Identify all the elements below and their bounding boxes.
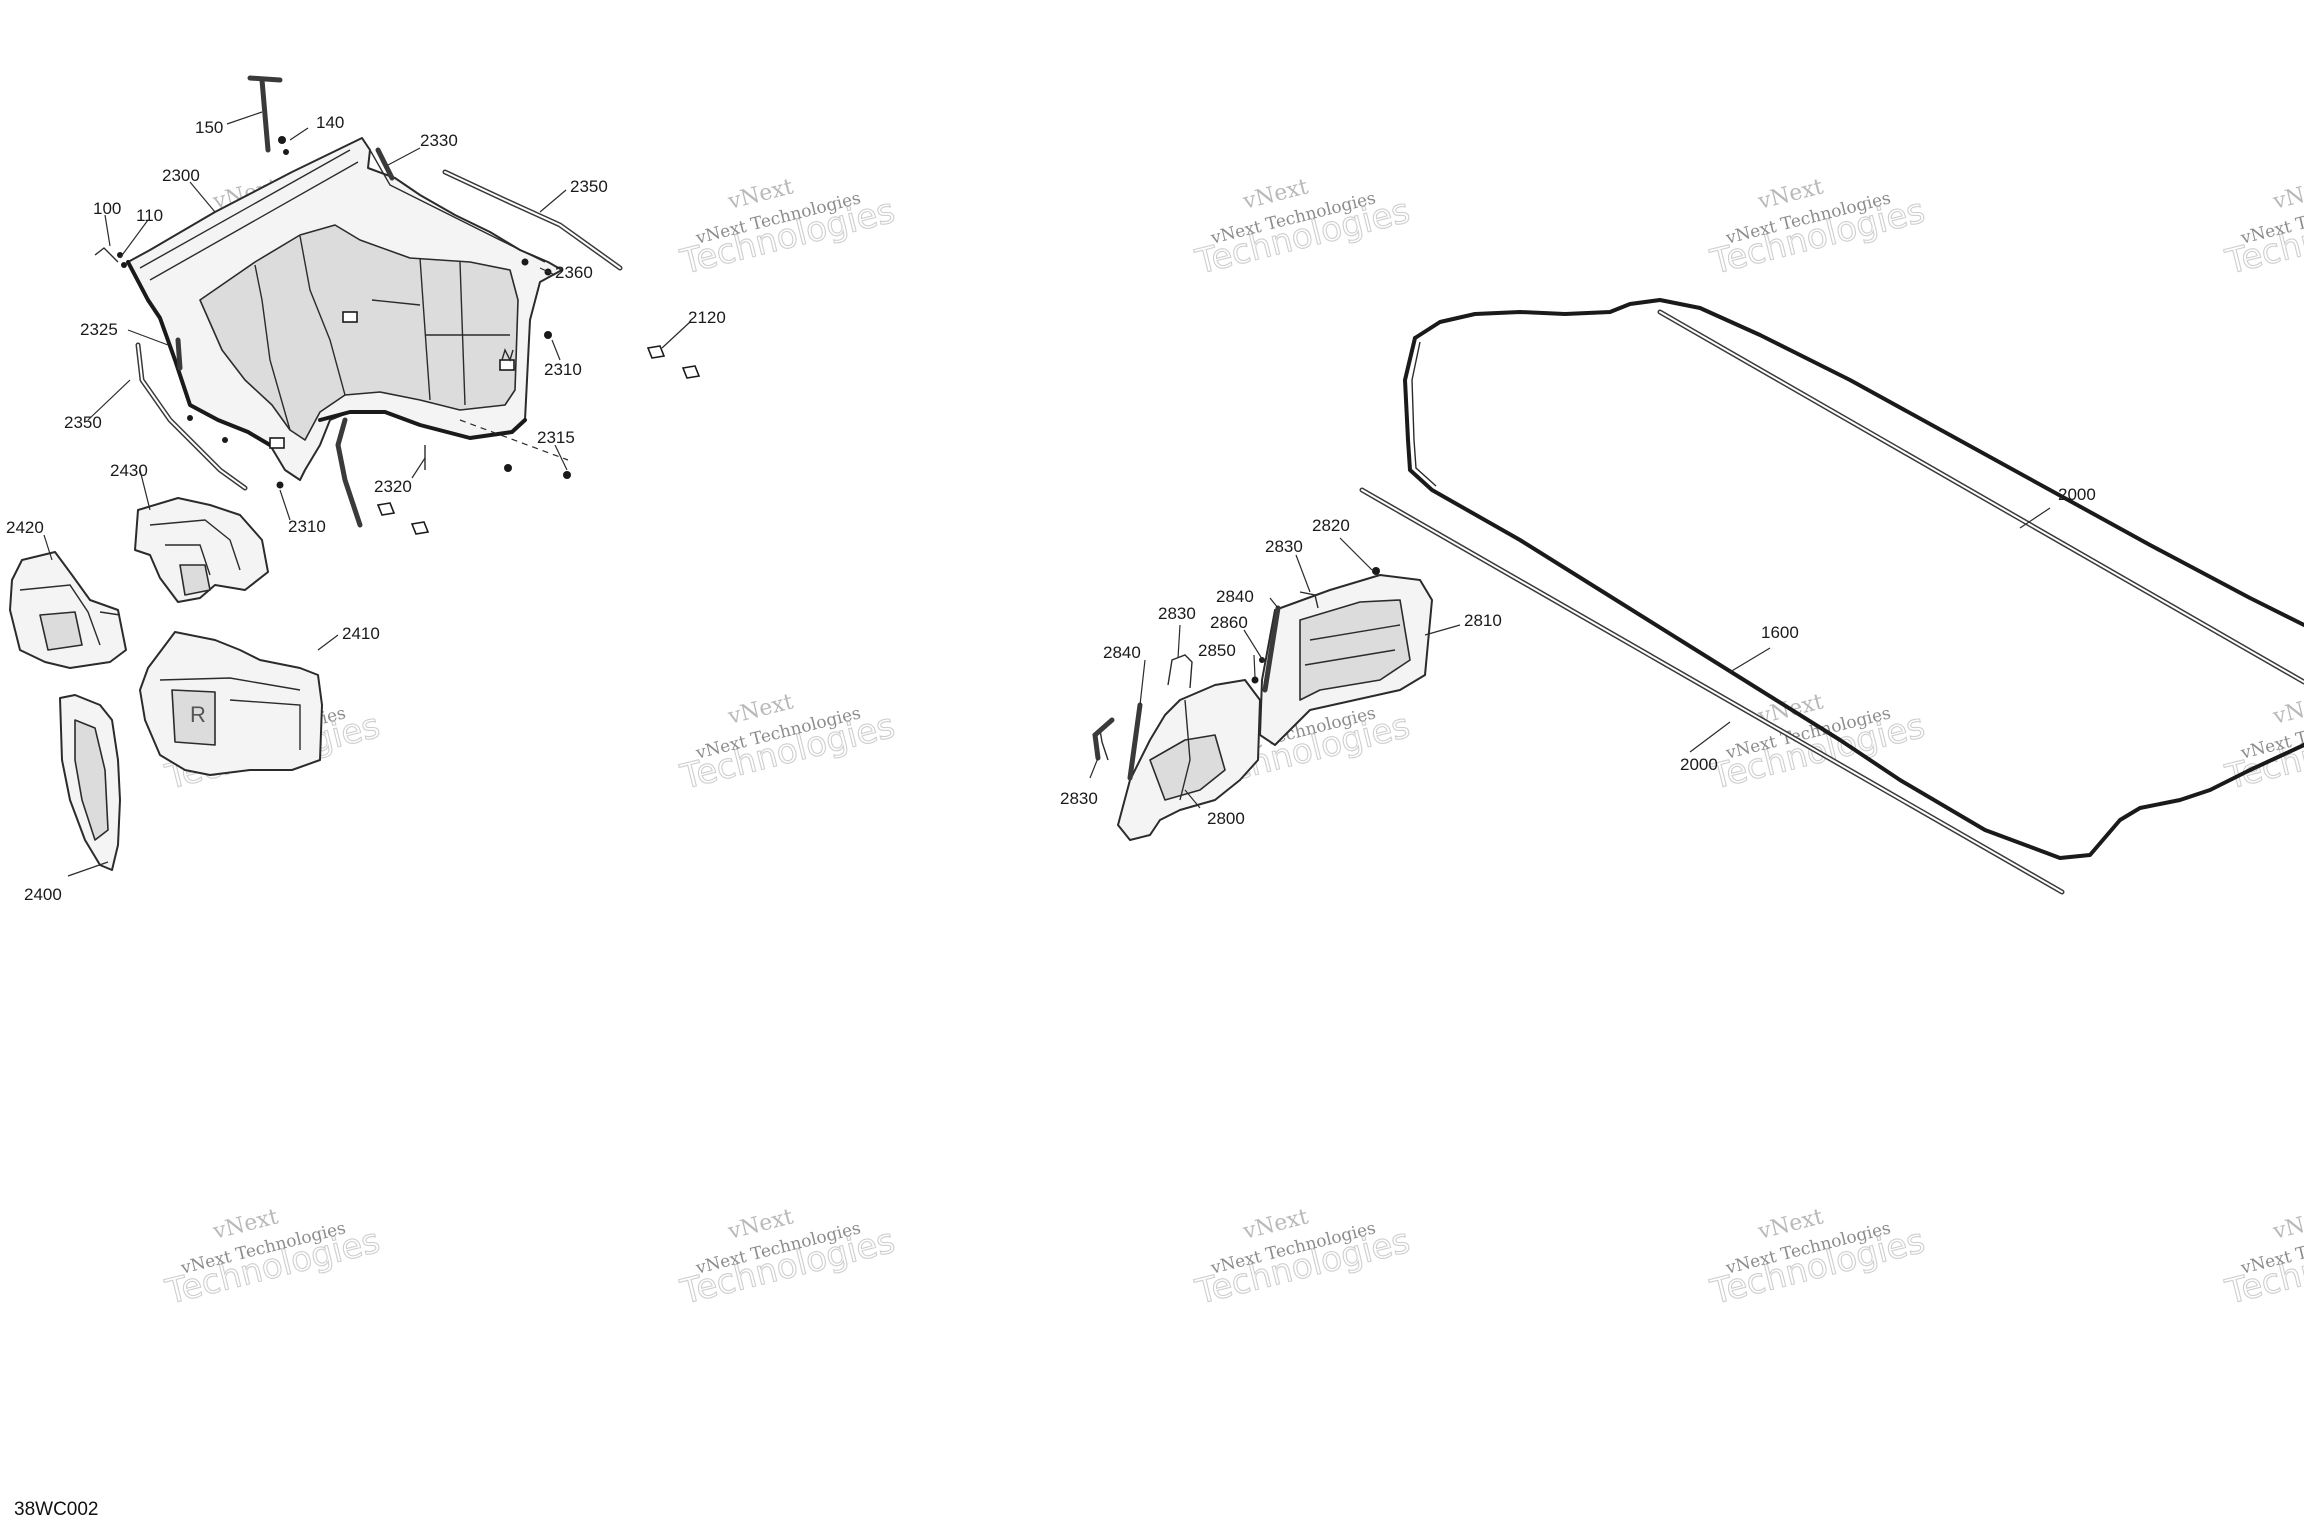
diagram-code: 38WC002: [14, 1499, 99, 1520]
callout-2830-b: 2830: [1158, 604, 1196, 623]
callout-1600: 1600: [1761, 623, 1799, 642]
cargo-box-assembly: [94, 75, 701, 535]
liner-seal-1600: [1403, 298, 2304, 860]
callout-2000-left: 2000: [1680, 755, 1718, 774]
callout-2320: 2320: [374, 477, 412, 496]
callout-2000-right: 2000: [2058, 485, 2096, 504]
side-panel-2400: [59, 694, 121, 871]
callout-2430: 2430: [110, 461, 148, 480]
storage-bin-2420: [9, 551, 127, 669]
callout-2400: 2400: [24, 885, 62, 904]
callout-2330: 2330: [420, 131, 458, 150]
callout-2840-a: 2840: [1216, 587, 1254, 606]
storage-bin-2430: [134, 497, 269, 603]
callout-2310-right: 2310: [544, 360, 582, 379]
bin-letter-mark: R: [190, 702, 206, 727]
callout-2860: 2860: [1210, 613, 1248, 632]
rod-2000-lower: [1359, 487, 2065, 895]
callout-2800: 2800: [1207, 809, 1245, 828]
storage-bin-2410: R: [139, 631, 323, 776]
callout-140: 140: [316, 113, 344, 132]
leader-lines: [43, 111, 2051, 877]
callout-2840-b: 2840: [1103, 643, 1141, 662]
callout-2300: 2300: [162, 166, 200, 185]
callout-2830-c: 2830: [1060, 789, 1098, 808]
callout-2310-bottom: 2310: [288, 517, 326, 536]
callout-2120: 2120: [688, 308, 726, 327]
callout-2315: 2315: [537, 428, 575, 447]
callout-labels: 150 140 2330 2300 2350 100 110 2360 2120…: [6, 113, 2096, 904]
side-bracket-2810: [1259, 567, 1433, 746]
callout-2820: 2820: [1312, 516, 1350, 535]
callout-100: 100: [93, 199, 121, 218]
callout-110: 110: [136, 206, 163, 225]
callout-2850: 2850: [1198, 641, 1236, 660]
callout-2420: 2420: [6, 518, 44, 537]
side-bracket-2800: [1092, 605, 1281, 841]
watermark-brand: vNext: [2270, 174, 2304, 214]
callout-2360: 2360: [555, 263, 593, 282]
callout-2810: 2810: [1464, 611, 1502, 630]
callout-2830-a: 2830: [1265, 537, 1303, 556]
callout-2350-left: 2350: [64, 413, 102, 432]
callout-150: 150: [195, 118, 223, 137]
watermark-brand: vNext: [2270, 1204, 2304, 1244]
callout-2350-top: 2350: [570, 177, 608, 196]
callout-2410: 2410: [342, 624, 380, 643]
callout-2325: 2325: [80, 320, 118, 339]
rod-2000-upper: [1657, 309, 2304, 685]
watermark-brand: vNext: [2270, 689, 2304, 729]
